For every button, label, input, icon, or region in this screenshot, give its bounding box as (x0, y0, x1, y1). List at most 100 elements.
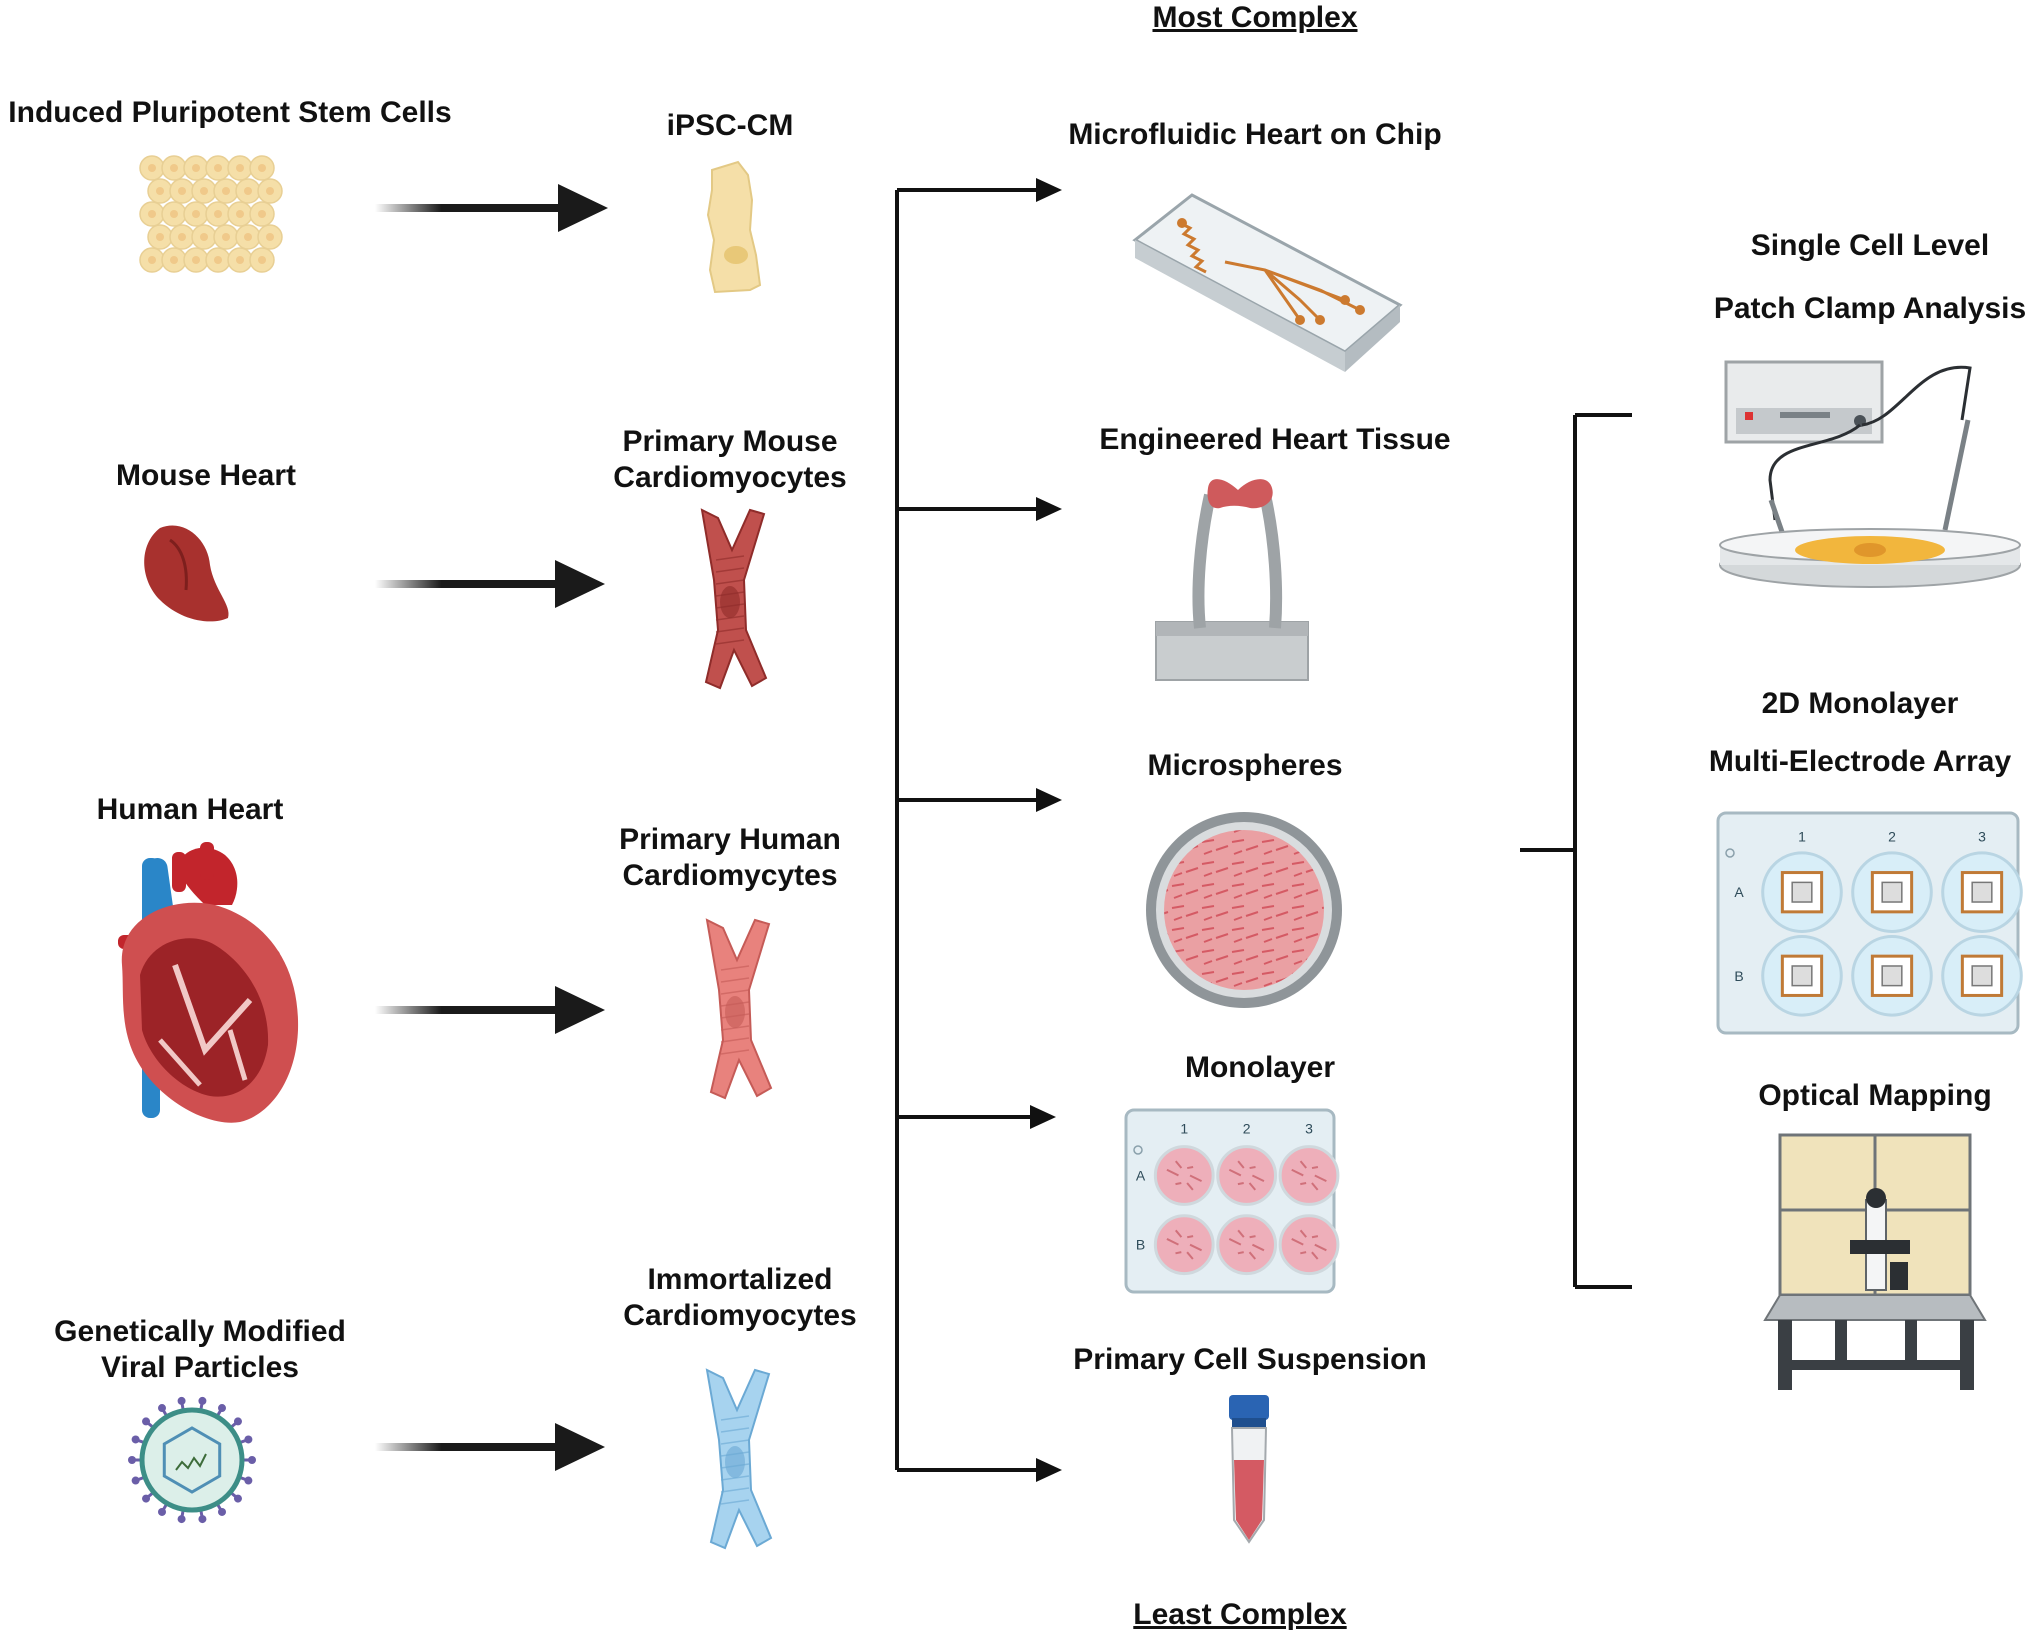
monolayer-cell (1237, 1182, 1244, 1186)
ipsc-cell-nucleus (258, 164, 266, 172)
arrow-mouse-to-primary-mouse (375, 560, 605, 608)
source-label-viral-line2: Viral Particles (101, 1351, 299, 1384)
assay-bracket (1520, 413, 1632, 1289)
model-bracket (895, 188, 1040, 1472)
cell-label-immortalized-line2: Cardiomyocytes (623, 1299, 857, 1332)
plate-well (1216, 1214, 1278, 1276)
least-complex-label: Least Complex (1133, 1598, 1347, 1631)
ipsc-cell-nucleus (200, 233, 208, 241)
ipsc-cell-nucleus (148, 164, 156, 172)
monolayer-cell (1187, 1165, 1194, 1170)
virus-spike-tip (244, 1435, 253, 1444)
monolayer-cell (1186, 1251, 1194, 1260)
virus-spike-tip (177, 1515, 186, 1524)
ipsc-cell-nucleus (156, 187, 164, 195)
human-heart-image (118, 842, 299, 1123)
virus-spike-tip (128, 1456, 136, 1464)
monolayer-cell (1291, 1238, 1304, 1246)
model-label-cell-suspension: Primary Cell Suspension (1073, 1343, 1427, 1376)
virus-genome (175, 1453, 207, 1471)
primary-mouse-cm-image (700, 508, 768, 690)
virus-spike-tip (198, 1515, 207, 1524)
mea-electrode-center (1971, 965, 1993, 987)
sarcomere-stripe (720, 1037, 750, 1043)
plate-column-label: 3 (1978, 829, 1986, 845)
arrow-human-to-primary-human (375, 986, 605, 1034)
source-label-human-heart: Human Heart (96, 793, 284, 826)
monolayer-cell (1166, 1168, 1179, 1177)
monolayer-cell (1189, 1243, 1203, 1252)
virus-spike-tip (218, 1404, 226, 1413)
monolayer-cell (1166, 1238, 1179, 1246)
ipsc-cell-nucleus (178, 187, 186, 195)
monolayer-cell (1249, 1165, 1256, 1170)
plate-column-label: 1 (1180, 1121, 1188, 1137)
ipsc-cell-nucleus (148, 256, 156, 264)
virus-capsid (162, 1426, 222, 1494)
mea-electrode-center (1791, 881, 1813, 903)
monolayer-cell (1237, 1229, 1245, 1238)
cell-label-primary-mouse-line1: Primary Mouse (622, 425, 838, 458)
model-label-microspheres: Microspheres (1147, 749, 1343, 782)
cell-label-immortalized: Immortalized Cardiomyocytes (600, 1262, 880, 1334)
virus-spike-tip (248, 1456, 256, 1464)
ipsc-cell-nucleus (214, 210, 222, 218)
plate-well (1153, 1214, 1215, 1276)
plate-column-label: 1 (1798, 829, 1806, 845)
monolayer-cell (1228, 1238, 1242, 1246)
cell-suspension-tube-image (1229, 1395, 1269, 1544)
engineered-heart-tissue-image (1155, 479, 1309, 681)
ipsc-cell-nucleus (214, 164, 222, 172)
monolayer-cell (1311, 1235, 1319, 1239)
virus-spike-tip (244, 1476, 253, 1485)
monolayer-cell (1311, 1165, 1319, 1170)
assay-title-single-cell: Single Cell Level (1750, 229, 1990, 262)
microspheres-image (1146, 812, 1342, 1008)
assay-label-patch-clamp: Patch Clamp Analysis (1713, 292, 2027, 325)
sarcomere-stripe (720, 989, 750, 995)
patch-clamp-image (1719, 360, 2021, 588)
cell-label-primary-human-line2: Cardiomycytes (622, 859, 838, 892)
monolayer-cell (1249, 1235, 1256, 1239)
ipsc-cell-nucleus (200, 187, 208, 195)
ipsc-cell-nucleus (156, 233, 164, 241)
virus-spike-tip (142, 1494, 151, 1503)
source-label-viral-line1: Genetically Modified (54, 1315, 346, 1348)
ipsc-cell-nucleus (178, 233, 186, 241)
monolayer-cell (1314, 1243, 1327, 1252)
ipsc-cell-nucleus (170, 256, 178, 264)
monolayer-cell (1228, 1168, 1242, 1177)
monolayer-cell (1187, 1235, 1194, 1239)
monolayer-cell (1248, 1251, 1257, 1260)
virus-spike-tip (233, 1494, 242, 1503)
sarcomere-stripe (720, 1427, 750, 1433)
plate-column-label: 2 (1243, 1121, 1251, 1137)
monolayer-cell (1237, 1160, 1245, 1169)
plate-row-label: B (1734, 968, 1743, 984)
model-label-monolayer: Monolayer (1184, 1051, 1336, 1084)
sarcomere-stripe (720, 1487, 750, 1493)
model-label-heart-on-chip: Microfluidic Heart on Chip (1068, 118, 1442, 151)
source-label-viral-particles: Genetically Modified Viral Particles (40, 1314, 360, 1386)
primary-human-cm-image (705, 918, 773, 1100)
mea-electrode-center (1881, 965, 1903, 987)
sarcomere-stripe (720, 1415, 750, 1421)
monolayer-cell (1300, 1182, 1307, 1186)
sarcomere-stripe (720, 1499, 750, 1505)
virus-spike-tip (142, 1417, 151, 1426)
monolayer-cell (1251, 1243, 1265, 1252)
monolayer-cell (1186, 1182, 1194, 1191)
plate-column-label: 3 (1305, 1121, 1313, 1137)
monolayer-cell (1175, 1182, 1182, 1186)
ipsc-cell-nucleus (258, 210, 266, 218)
monolayer-cell (1251, 1174, 1265, 1183)
plate-notch (1133, 1145, 1143, 1155)
assay-title-2d-monolayer: 2D Monolayer (1761, 687, 1959, 720)
model-arrowheads (1030, 178, 1062, 1482)
sarcomere-stripe (720, 977, 750, 983)
immortalized-cm-image (705, 1368, 773, 1550)
ipsc-cell-nucleus (148, 210, 156, 218)
ipsc-cell-nucleus (192, 164, 200, 172)
cell-label-primary-human-line1: Primary Human (619, 823, 841, 856)
